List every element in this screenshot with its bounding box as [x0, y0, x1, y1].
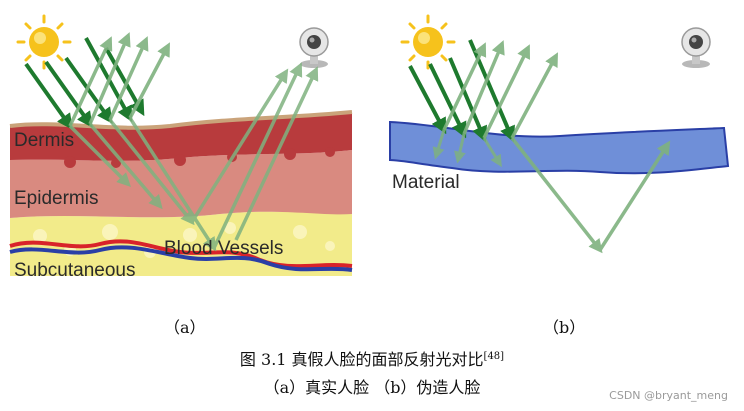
subcutaneous-layer: [10, 211, 352, 276]
csdn-watermark: CSDN @bryant_meng: [609, 389, 728, 402]
label-dermis: Dermis: [14, 130, 74, 151]
sun-icon: [400, 14, 456, 70]
panel-b-material: Material: [389, 14, 730, 254]
label-epidermis: Epidermis: [14, 188, 98, 209]
label-material: Material: [392, 172, 460, 193]
blood-vessel-red: [9, 239, 353, 269]
webcam-icon: [299, 27, 329, 68]
webcam-icon: [681, 27, 711, 68]
transmitted-ray-b: [510, 136, 671, 254]
label-blood-vessels: Blood Vessels: [164, 238, 283, 259]
epidermis-layer: [10, 150, 352, 218]
scattered-rays-b: [432, 129, 502, 168]
reflected-rays-b: [442, 40, 558, 139]
dermis-layer: [10, 112, 352, 161]
sun-icon: [16, 14, 72, 70]
caption-reference: [48]: [483, 351, 505, 362]
panel-b-sublabel: （b）: [543, 318, 586, 337]
dermal-papillae: [64, 147, 335, 168]
material-band: [389, 120, 730, 175]
figure-caption-subtitle: （a）真实人脸 （b）伪造人脸: [263, 378, 481, 397]
figure-caption-title: 图 3.1 真假人脸的面部反射光对比[48]: [0, 346, 744, 370]
label-subcutaneous: Subcutaneous: [14, 260, 136, 281]
panel-a-sublabel: （a）: [164, 318, 206, 337]
blood-vessel-blue: [9, 245, 353, 272]
panel-a-real-skin: Dermis Epidermis Blood Vessels Subcutane…: [9, 14, 353, 281]
subsurface-rays-a: [68, 62, 319, 252]
caption-title-text: 图 3.1 真假人脸的面部反射光对比: [239, 350, 484, 369]
reflected-rays-a: [68, 32, 170, 127]
